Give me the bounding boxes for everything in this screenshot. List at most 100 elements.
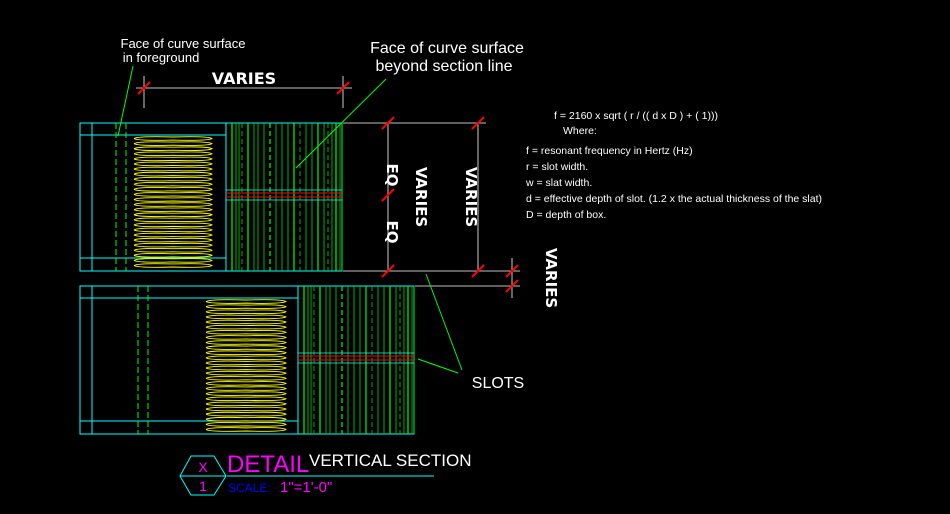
insulation-coil bbox=[205, 406, 287, 412]
insulation-coil bbox=[133, 181, 213, 187]
tick-varies-top bbox=[471, 116, 485, 130]
detail-number: X bbox=[198, 459, 208, 475]
dim-varies-mid-text: VARIES bbox=[412, 167, 430, 227]
dimension-vertical-group: EQ EQ VARIES VARIES VARIES bbox=[343, 116, 560, 308]
title-text: VERTICAL SECTION bbox=[309, 451, 471, 470]
insulation-coil bbox=[133, 258, 213, 263]
insulation-coil bbox=[133, 217, 213, 223]
insulation-coil bbox=[205, 396, 287, 402]
insulation-coil bbox=[133, 187, 213, 192]
insulation-coil bbox=[205, 401, 287, 407]
insulation-coil bbox=[133, 263, 213, 268]
dim-varies-right-text: VARIES bbox=[462, 167, 480, 227]
formula-def-r: r = slot width. bbox=[526, 161, 588, 173]
insulation-coil bbox=[133, 156, 213, 162]
tick-eq-bottom bbox=[381, 264, 395, 278]
leader-foreground bbox=[117, 65, 134, 137]
dim-eq-top-text: EQ bbox=[383, 164, 401, 187]
formula-def-w: w = slat width. bbox=[525, 177, 592, 189]
insulation-coil bbox=[205, 309, 287, 315]
insulation-coil bbox=[205, 391, 287, 396]
insulation-coil bbox=[133, 171, 213, 177]
insulation-coil bbox=[205, 329, 287, 335]
insulation-coil bbox=[205, 422, 287, 427]
leader-slots-2 bbox=[417, 358, 459, 374]
insulation-coil bbox=[133, 247, 213, 253]
insulation-coil bbox=[205, 376, 287, 381]
tick-eq-mid bbox=[381, 188, 395, 202]
detail-word: DETAIL bbox=[227, 451, 309, 478]
dim-top-tick-right bbox=[336, 81, 350, 95]
dim-top-tick-left bbox=[137, 81, 151, 95]
insulation-coil bbox=[205, 360, 287, 366]
tick-varies-bottom bbox=[471, 264, 485, 278]
insulation-coil bbox=[133, 136, 213, 141]
insulation-coil bbox=[205, 345, 287, 350]
scale-label: SCALE: bbox=[228, 481, 271, 495]
formula-equation: f = 2160 x sqrt ( r / (( d x D ) + ( 1))… bbox=[554, 110, 718, 122]
insulation-coil bbox=[205, 314, 287, 320]
insulation-coil bbox=[205, 319, 287, 325]
insulation-coil bbox=[133, 166, 213, 172]
insulation-coil bbox=[205, 304, 287, 309]
insulation-coil bbox=[133, 222, 213, 228]
dim-varies-slot-text: VARIES bbox=[542, 248, 560, 308]
insulation-coil bbox=[133, 253, 213, 258]
insulation-coil bbox=[205, 427, 287, 432]
insulation-coil bbox=[205, 416, 287, 422]
tick-slot-bottom bbox=[505, 279, 519, 293]
title-block: X 1 DETAIL VERTICAL SECTION SCALE: 1"=1'… bbox=[179, 451, 471, 496]
leader-beyond bbox=[295, 78, 387, 169]
top-box bbox=[79, 122, 343, 272]
label-foreground-line1: Face of curve surface bbox=[121, 36, 246, 51]
label-slots-text: SLOTS bbox=[472, 375, 524, 392]
label-foreground-line2: in foreground bbox=[123, 50, 200, 65]
insulation-coil bbox=[205, 299, 287, 304]
dim-top-varies-text: VARIES bbox=[212, 69, 276, 88]
insulation-coil bbox=[133, 192, 213, 197]
leader-slots-1 bbox=[425, 273, 463, 371]
insulation-coil bbox=[133, 146, 213, 151]
formula-def-f: f = resonant frequency in Hertz (Hz) bbox=[526, 145, 693, 157]
formula-def-D: D = depth of box. bbox=[526, 209, 606, 221]
top-insulation bbox=[133, 136, 213, 268]
insulation-coil bbox=[133, 242, 213, 248]
insulation-coil bbox=[133, 161, 213, 167]
insulation-coil bbox=[205, 386, 287, 391]
bottom-insulation bbox=[205, 299, 287, 432]
insulation-coil bbox=[205, 324, 287, 330]
insulation-coil bbox=[205, 370, 287, 376]
dim-eq-bottom-text: EQ bbox=[383, 221, 401, 244]
insulation-coil bbox=[205, 340, 287, 345]
insulation-coil bbox=[133, 197, 213, 202]
label-slots: SLOTS bbox=[417, 273, 524, 392]
formula-def-d: d = effective depth of slot. (1.2 x the … bbox=[526, 193, 822, 205]
scale-value: 1"=1'-0" bbox=[280, 479, 332, 496]
label-curve-beyond: Face of curve surface beyond section lin… bbox=[295, 40, 524, 169]
insulation-coil bbox=[133, 232, 213, 238]
insulation-coil bbox=[133, 141, 213, 146]
sheet-number: 1 bbox=[199, 478, 207, 494]
insulation-coil bbox=[133, 176, 213, 182]
insulation-coil bbox=[133, 202, 213, 207]
bottom-box bbox=[79, 285, 415, 435]
label-beyond-line1: Face of curve surface bbox=[370, 40, 524, 57]
formula-block: f = 2160 x sqrt ( r / (( d x D ) + ( 1))… bbox=[525, 110, 822, 221]
formula-where: Where: bbox=[563, 125, 597, 137]
insulation-coil bbox=[205, 355, 287, 361]
insulation-coil bbox=[205, 335, 287, 340]
insulation-coil bbox=[133, 151, 213, 157]
insulation-coil bbox=[205, 411, 287, 417]
insulation-coil bbox=[205, 350, 287, 355]
tick-eq-top bbox=[381, 116, 395, 130]
tick-slot-top bbox=[505, 264, 519, 278]
label-beyond-line2: beyond section line bbox=[376, 58, 513, 75]
insulation-coil bbox=[133, 207, 213, 212]
insulation-coil bbox=[133, 227, 213, 233]
insulation-coil bbox=[133, 237, 213, 243]
label-curve-foreground: Face of curve surface in foreground bbox=[117, 36, 246, 137]
insulation-coil bbox=[205, 365, 287, 371]
dimension-top-varies: VARIES bbox=[136, 69, 352, 108]
